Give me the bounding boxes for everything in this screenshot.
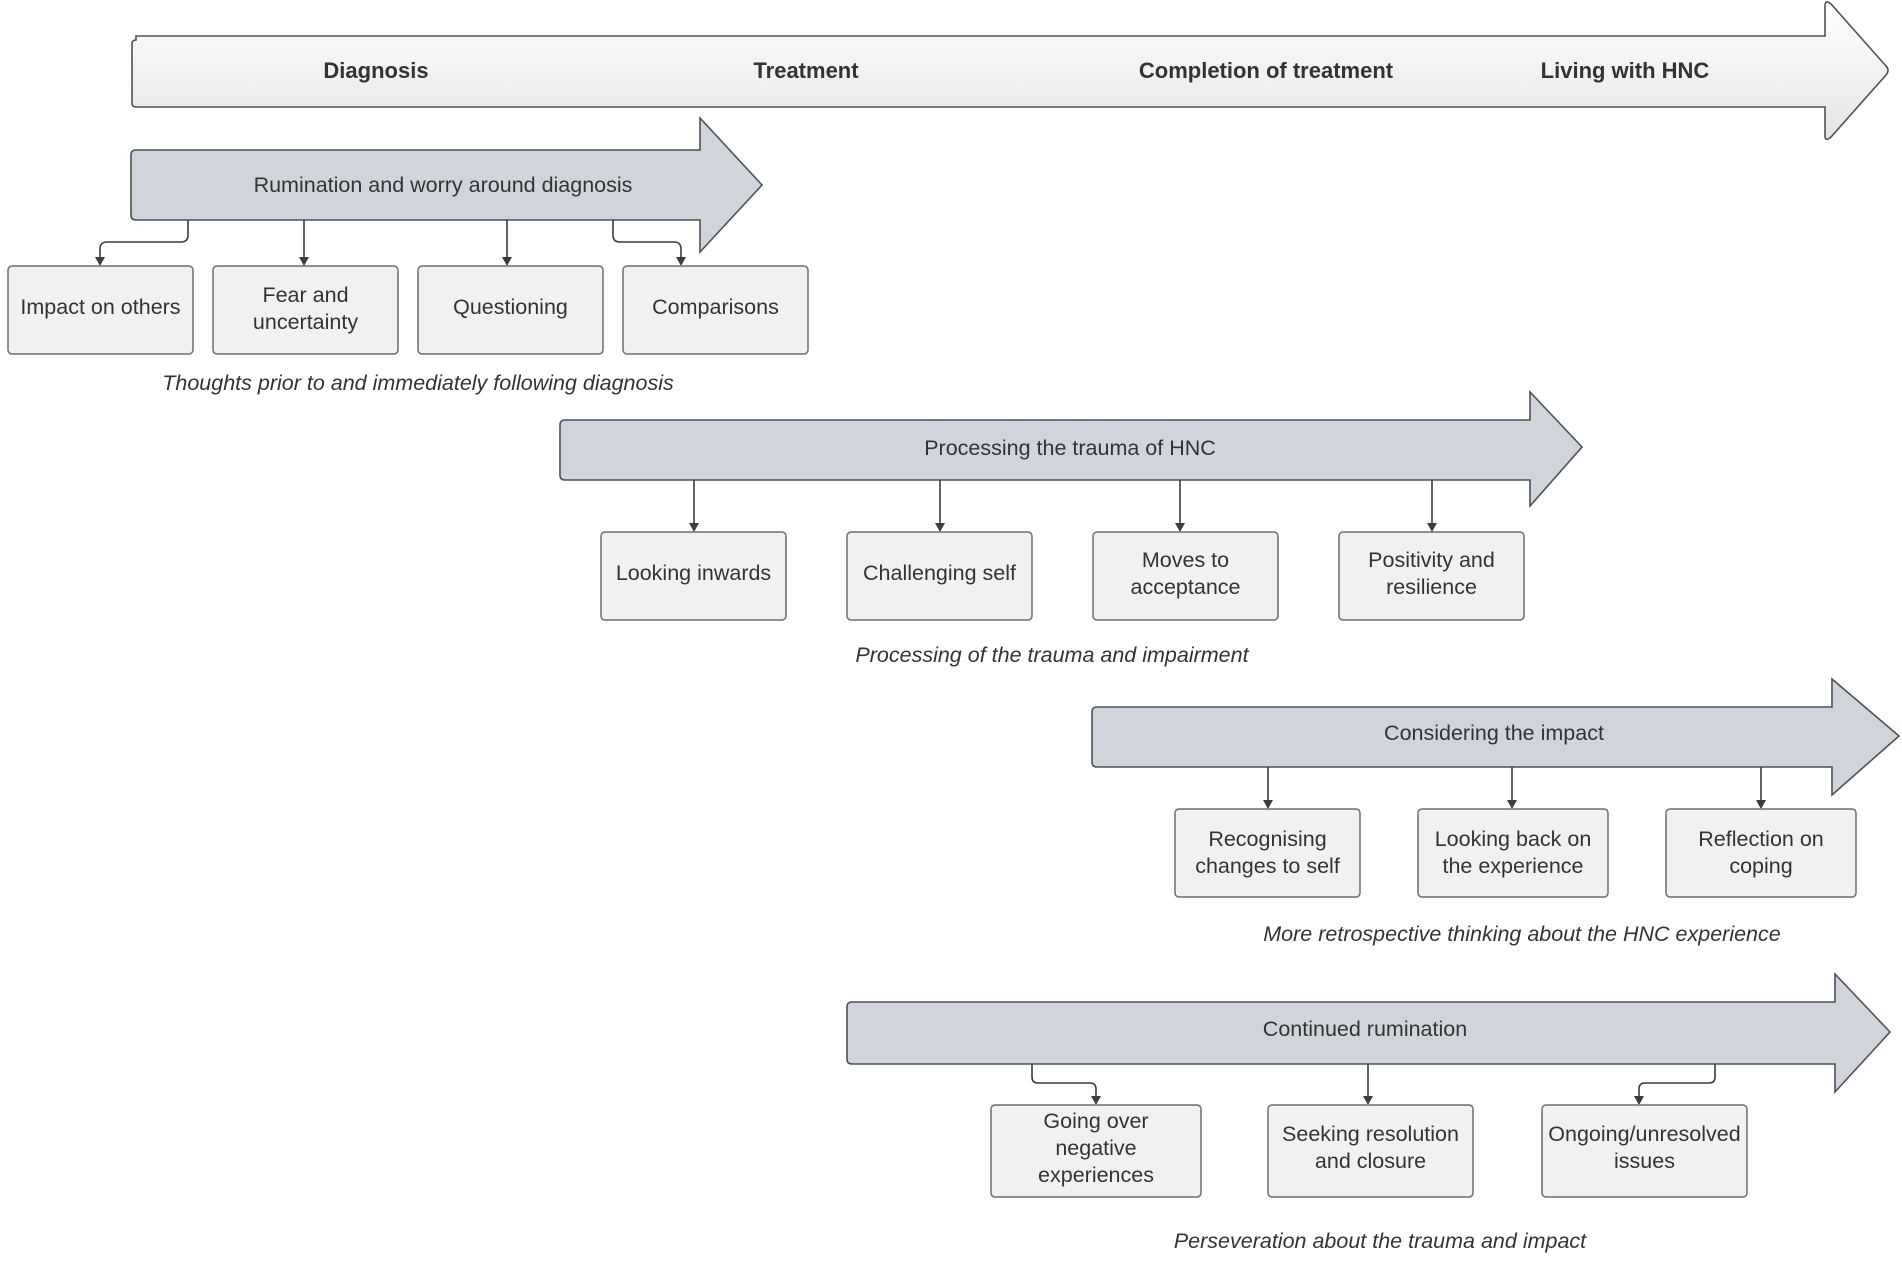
- arrowhead-reflection-coping: [1756, 800, 1766, 809]
- node-box-going-over: [990, 1104, 1202, 1198]
- node-label-looking-inwards: Looking inwards: [616, 561, 771, 585]
- node-box-impact-on-others: [7, 265, 194, 355]
- stage-caption-processing-trauma: Processing of the trauma and impairment: [855, 643, 1249, 667]
- node-box-ongoing-issues: [1541, 1104, 1748, 1198]
- arrowhead-recognising-changes: [1263, 800, 1273, 809]
- arrowhead-positivity-resilience: [1427, 523, 1437, 532]
- arrowhead-comparisons: [676, 257, 686, 266]
- stage-processing-trauma: Processing the trauma of HNC Looking inw…: [559, 389, 1584, 667]
- stage-rumination-worry: Rumination and worry around diagnosis Im…: [7, 115, 809, 395]
- timeline-arrow-shape: [131, 1, 1889, 141]
- arrowhead-seeking-resolution: [1363, 1096, 1373, 1105]
- arrowhead-challenging-self: [935, 523, 945, 532]
- arrowhead-going-over: [1091, 1096, 1101, 1105]
- arrowhead-impact-on-others: [95, 257, 105, 266]
- node-box-fear-uncertainty: [212, 265, 399, 355]
- node-label-challenging-self: Challenging self: [863, 561, 1016, 585]
- timeline-arrow: Diagnosis Treatment Completion of treatm…: [131, 1, 1889, 141]
- arrowhead-looking-inwards: [689, 523, 699, 532]
- stage-title-continued-rumination: Continued rumination: [1263, 1017, 1467, 1041]
- node-box-looking-back: [1417, 808, 1609, 898]
- connector-ongoing-issues: [1638, 1064, 1716, 1097]
- node-box-positivity-resilience: [1338, 531, 1525, 621]
- arrowhead-questioning: [502, 257, 512, 266]
- connector-impact-on-others: [99, 220, 189, 258]
- stage-title-considering-impact: Considering the impact: [1384, 721, 1604, 745]
- stage-caption-rumination-worry: Thoughts prior to and immediately follow…: [162, 371, 674, 395]
- node-box-challenging-self: [846, 531, 1033, 621]
- arrowhead-looking-back: [1507, 800, 1517, 809]
- node-box-recognising-changes: [1174, 808, 1361, 898]
- stage-caption-continued-rumination: Perseveration about the trauma and impac…: [1174, 1229, 1587, 1253]
- stage-arrow-processing-trauma: [559, 389, 1584, 509]
- node-box-seeking-resolution: [1267, 1104, 1474, 1198]
- stage-title-rumination-worry: Rumination and worry around diagnosis: [254, 173, 633, 197]
- stage-arrow-continued-rumination: [846, 971, 1892, 1095]
- node-box-questioning: [417, 265, 604, 355]
- stage-arrow-rumination-worry: [130, 115, 764, 255]
- stage-title-processing-trauma: Processing the trauma of HNC: [924, 436, 1216, 460]
- node-box-looking-inwards: [600, 531, 787, 621]
- node-label-questioning: Questioning: [453, 295, 568, 319]
- node-box-comparisons: [622, 265, 809, 355]
- connector-comparisons: [612, 220, 682, 258]
- node-label-comparisons: Comparisons: [652, 295, 779, 319]
- phase-label-living: Living with HNC: [1541, 58, 1710, 83]
- phase-label-treatment: Treatment: [753, 58, 859, 83]
- node-box-moves-to-acceptance: [1092, 531, 1279, 621]
- phase-label-diagnosis: Diagnosis: [323, 58, 428, 83]
- node-label-impact-on-others: Impact on others: [20, 295, 180, 319]
- arrowhead-ongoing-issues: [1634, 1096, 1644, 1105]
- arrowhead-fear-uncertainty: [299, 257, 309, 266]
- phase-label-completion: Completion of treatment: [1139, 58, 1394, 83]
- stage-arrow-considering-impact: [1091, 677, 1901, 797]
- node-box-reflection-coping: [1665, 808, 1857, 898]
- connector-going-over: [1031, 1064, 1097, 1097]
- stage-caption-considering-impact: More retrospective thinking about the HN…: [1263, 922, 1781, 946]
- arrowhead-moves-to-acceptance: [1175, 523, 1185, 532]
